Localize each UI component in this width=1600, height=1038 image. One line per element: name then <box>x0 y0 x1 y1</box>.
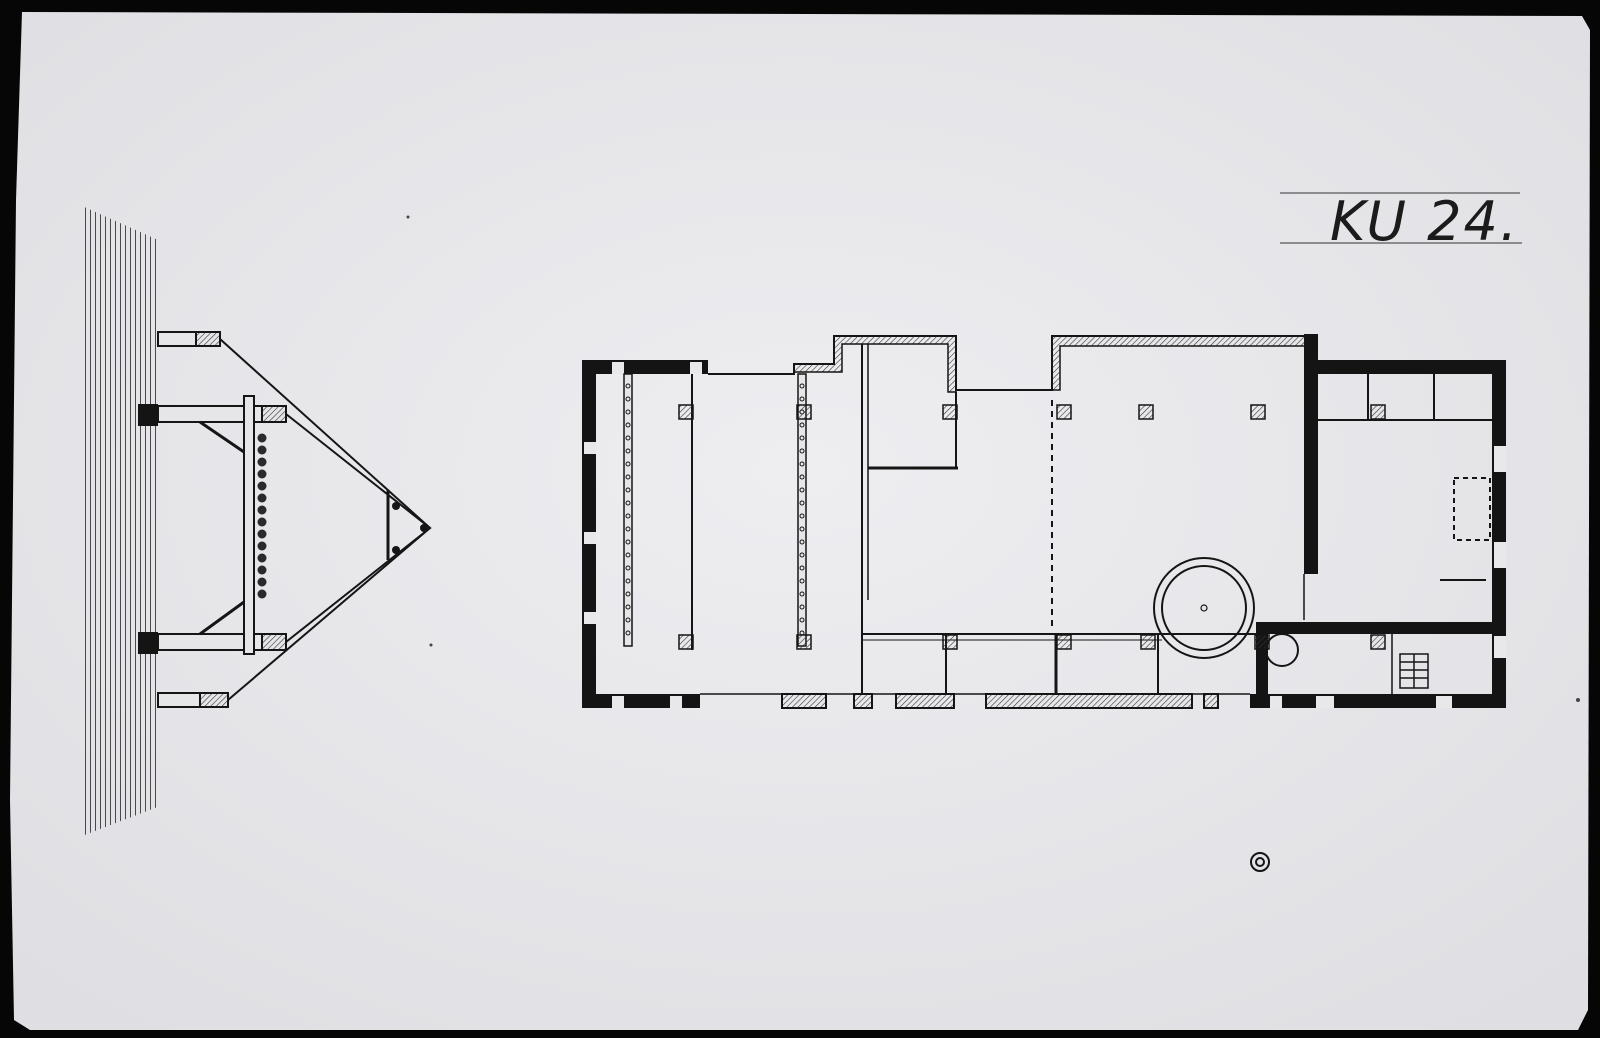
screen-dot <box>625 487 631 493</box>
screen-dot <box>799 383 805 389</box>
screen-dot <box>799 435 805 441</box>
column <box>1250 404 1266 420</box>
screen-dot <box>625 448 631 454</box>
small-round-fixture <box>1265 633 1299 667</box>
side-elevation-drawing <box>82 206 432 836</box>
screen-dot <box>799 526 805 532</box>
roller <box>257 481 267 491</box>
roller <box>257 529 267 539</box>
column <box>796 634 812 650</box>
screen-dot <box>625 604 631 610</box>
screen-dot <box>625 422 631 428</box>
concentric-circle-icon <box>1250 852 1270 872</box>
roller <box>257 589 267 599</box>
screen-dot <box>625 513 631 519</box>
screen-dot <box>625 552 631 558</box>
screen-dots <box>625 383 805 636</box>
paper-specks <box>406 215 1580 702</box>
column <box>1370 404 1386 420</box>
column <box>1138 404 1154 420</box>
screen-dot <box>625 565 631 571</box>
floor-plan <box>582 334 1506 709</box>
screen-dot <box>799 617 805 623</box>
screen-dot <box>799 487 805 493</box>
screen-dot <box>625 630 631 636</box>
roller <box>257 577 267 587</box>
vertical-post <box>243 395 255 655</box>
screen-dot <box>625 409 631 415</box>
beam-lower <box>138 632 287 654</box>
roller <box>257 457 267 467</box>
screen-dot <box>799 604 805 610</box>
screen-dot <box>799 513 805 519</box>
screen-dot <box>625 526 631 532</box>
roller <box>257 565 267 575</box>
screen-dot <box>799 578 805 584</box>
roller <box>257 505 267 515</box>
roller <box>257 517 267 527</box>
screen-dot <box>799 461 805 467</box>
screen-dot <box>799 591 805 597</box>
screen-dot <box>625 383 631 389</box>
screen-dot <box>799 565 805 571</box>
beam-bottom <box>157 692 229 708</box>
screen-dot <box>625 396 631 402</box>
screen-dot <box>625 539 631 545</box>
column <box>1056 404 1072 420</box>
roller-column <box>257 433 267 599</box>
screen-dot <box>625 435 631 441</box>
hatched-wall-strip <box>82 206 160 836</box>
dotted-screen-left <box>623 373 633 647</box>
screen-dot <box>625 591 631 597</box>
screen-dot <box>625 500 631 506</box>
screen-dot <box>799 539 805 545</box>
round-tank <box>1153 557 1255 659</box>
column <box>678 634 694 650</box>
sheet-label-block: KU 24. <box>1280 190 1522 253</box>
roller <box>257 433 267 443</box>
screen-dot <box>625 474 631 480</box>
screen-dot <box>625 461 631 467</box>
screen-dot <box>799 500 805 506</box>
dashed-fixture <box>1453 477 1491 541</box>
beam-upper <box>138 404 287 426</box>
sheet-label: KU 24. <box>1330 190 1519 253</box>
roller <box>257 493 267 503</box>
screen-dot <box>799 422 805 428</box>
column <box>942 634 958 650</box>
screen-dot <box>625 578 631 584</box>
screen-dot <box>799 448 805 454</box>
stair-symbol <box>1399 653 1429 689</box>
roller <box>257 445 267 455</box>
roller <box>257 469 267 479</box>
column <box>678 404 694 420</box>
column <box>1140 634 1156 650</box>
screen-dot <box>799 474 805 480</box>
roller <box>257 553 267 563</box>
roller <box>257 541 267 551</box>
column-markers <box>678 404 1386 650</box>
column <box>942 404 958 420</box>
window-openings <box>584 362 1506 708</box>
column <box>1370 634 1386 650</box>
column <box>1056 634 1072 650</box>
screen-dot <box>799 552 805 558</box>
beam-top <box>157 331 221 347</box>
screen-dot <box>799 396 805 402</box>
column <box>796 404 812 420</box>
screen-dot <box>625 617 631 623</box>
